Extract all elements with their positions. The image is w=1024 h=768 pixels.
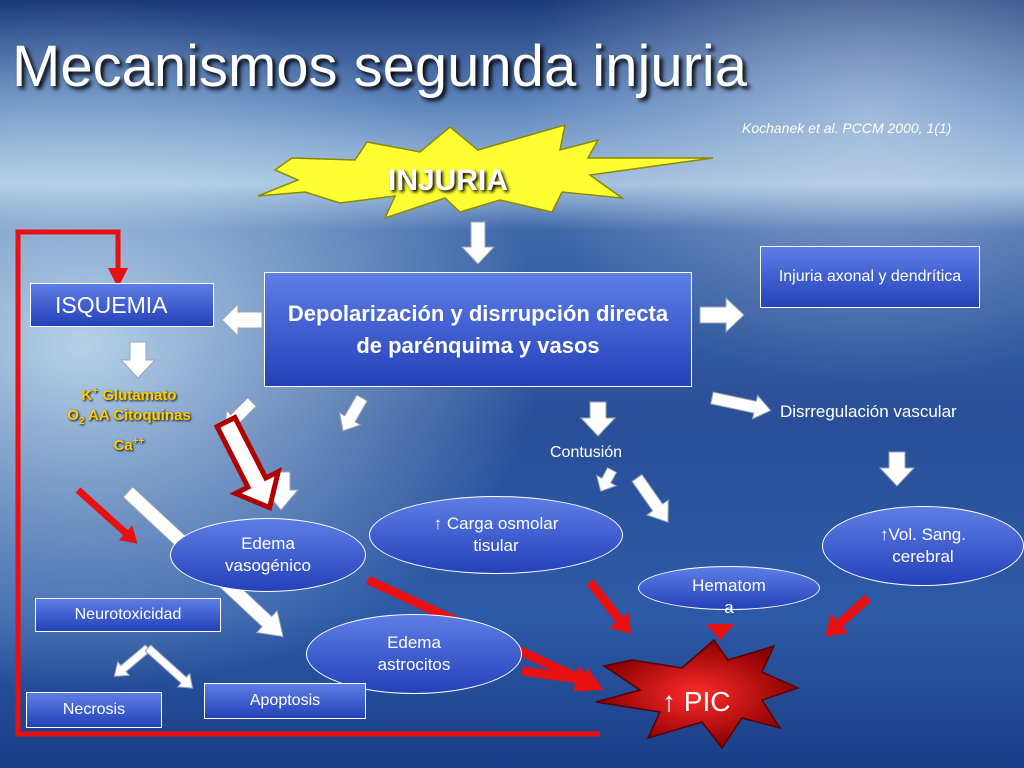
carga-osmolar-label: ↑ Carga osmolar tisular xyxy=(433,514,559,555)
arrow-contusion-left xyxy=(595,466,618,492)
arrow-diag-mid xyxy=(338,394,368,432)
injuria-starburst xyxy=(257,123,714,220)
red-arrow-carga-pic xyxy=(586,579,631,635)
injuria-label: INJURIA xyxy=(388,164,509,197)
arrow-injuria-down xyxy=(460,221,496,265)
edema-astrocitos-label: Edema astrocitos xyxy=(377,633,451,674)
hematoma-label-1: Hematom xyxy=(692,576,766,595)
red-arrow-vol-pic xyxy=(824,594,872,637)
slide-title: Mecanismos segunda injuria xyxy=(12,34,748,99)
neurotoxicidad-label: Neurotoxicidad xyxy=(74,606,182,623)
carga-osmolar-ellipse: ↑ Carga osmolar tisular xyxy=(369,496,623,574)
injuria-axonal-label: Injuria axonal y dendrítica xyxy=(778,268,962,285)
hollow-red-arrow xyxy=(213,414,282,511)
vol-sang-ellipse: ↑Vol. Sang. cerebral xyxy=(822,506,1024,586)
red-arrow-hematoma-pic xyxy=(706,624,734,640)
chem-line-1: K+ Glutamato xyxy=(81,386,177,404)
neurotoxicidad-box: Neurotoxicidad xyxy=(35,598,221,632)
depolarizacion-label: Depolarización y disrrupción directa de … xyxy=(287,300,669,358)
edema-vasogenico-ellipse: Edema vasogénico xyxy=(170,518,366,592)
isquemia-label: ISQUEMIA xyxy=(55,291,168,318)
isquemia-box: ISQUEMIA xyxy=(30,283,214,327)
edema-astrocitos-ellipse: Edema astrocitos xyxy=(306,614,522,694)
feedback-loop-arrow xyxy=(15,229,600,737)
feedback-loop-arrowhead xyxy=(108,268,128,288)
arrow-isquemia-down xyxy=(119,341,157,379)
arrow-contusion-right xyxy=(631,473,669,523)
necrosis-box: Necrosis xyxy=(26,692,162,728)
arrow-disrreg-down xyxy=(878,451,916,487)
contusion-label: Contusión xyxy=(550,444,623,461)
arrow-to-apoptosis xyxy=(144,644,194,689)
depolarizacion-box: Depolarización y disrrupción directa de … xyxy=(264,272,692,387)
arrow-to-necrosis xyxy=(113,644,152,677)
arrow-to-isquemia xyxy=(221,302,263,338)
pic-starburst xyxy=(595,638,801,750)
chemical-mediators: K+ Glutamato O2 AA Citoquinas Ca++ xyxy=(34,382,224,456)
citation: Kochanek et al. PCCM 2000, 1(1) xyxy=(742,120,952,136)
apoptosis-label: Apoptosis xyxy=(249,692,321,709)
hematoma-label-2: a xyxy=(724,598,734,617)
red-arrow-neurotoxicidad xyxy=(75,487,138,544)
chem-line-2: O2 AA Citoquinas xyxy=(67,407,191,427)
red-arrow-astrocitos-pic xyxy=(521,665,596,692)
necrosis-label: Necrosis xyxy=(62,701,126,718)
injuria-axonal-box: Injuria axonal y dendrítica xyxy=(760,246,980,308)
arrow-to-axonal xyxy=(699,296,745,334)
disrregulacion-label: Disrregulación vascular xyxy=(780,402,957,421)
vol-sang-label: ↑Vol. Sang. cerebral xyxy=(879,525,966,566)
chem-line-3: Ca++ xyxy=(113,436,145,454)
apoptosis-box: Apoptosis xyxy=(204,683,366,719)
arrow-contusion-down xyxy=(579,401,617,437)
hematoma-ellipse: Hematom a xyxy=(638,566,820,617)
edema-vasogenico-label: Edema vasogénico xyxy=(224,534,311,575)
pic-label: ↑ PIC xyxy=(662,686,731,717)
arrow-to-disrregulacion xyxy=(710,391,772,420)
